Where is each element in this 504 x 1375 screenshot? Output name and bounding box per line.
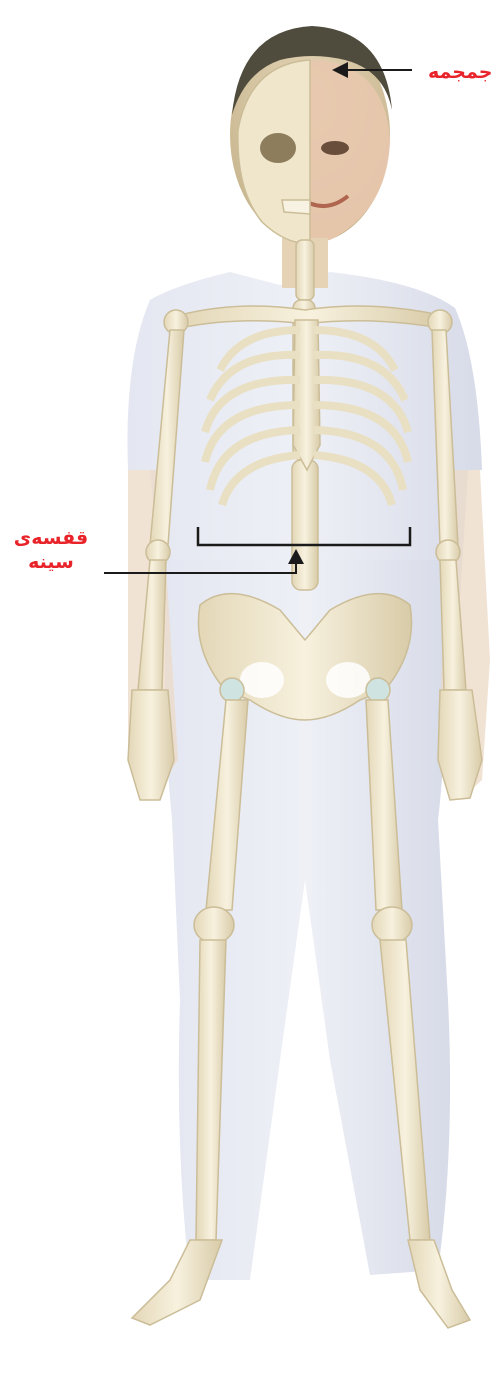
skull-label: جمجمه <box>428 60 504 84</box>
left-hand <box>128 690 174 800</box>
right-foot <box>408 1240 470 1328</box>
ribcage-label-line2: سینه <box>0 550 102 574</box>
teeth <box>282 200 310 214</box>
left-foot <box>132 1240 222 1325</box>
ribcage-label: قفسه‌ی سینه <box>0 526 102 574</box>
right-eye <box>321 141 349 155</box>
eye-socket <box>260 133 296 163</box>
left-knee <box>194 907 234 943</box>
sternum <box>293 320 320 470</box>
right-knee <box>372 907 412 943</box>
ribcage-label-line1: قفسه‌ی <box>0 526 102 550</box>
